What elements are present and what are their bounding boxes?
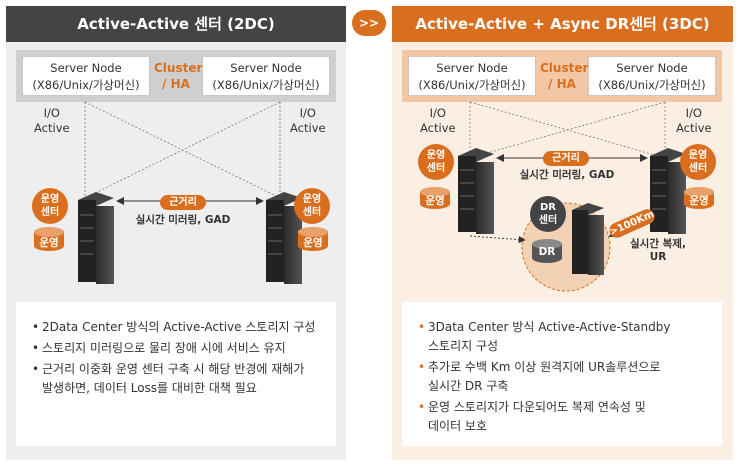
dr-server-rack	[572, 203, 604, 275]
io-line: Active	[34, 121, 70, 135]
badge-line: 운영	[302, 194, 322, 205]
right-server-node-2: Server Node (X86/Unix/가상머신)	[588, 56, 716, 96]
right-cross-lines	[469, 101, 666, 159]
bullet: 추가로 수백 Km 이상 원격지에 UR솔루션으로	[418, 358, 714, 377]
left-cluster-label: Cluster / HA	[154, 50, 203, 102]
right-storage-1	[420, 187, 450, 209]
right-server-node-1: Server Node (X86/Unix/가상머신)	[408, 56, 536, 96]
io-line: Active	[676, 121, 712, 135]
right-server-rack-2	[650, 148, 686, 234]
io-line: I/O	[685, 106, 702, 120]
node-title: Server Node	[50, 61, 122, 75]
badge-line: 센터	[40, 207, 60, 218]
right-storage-label-2: 운영	[689, 195, 709, 207]
bullet: 근거리 이중화 운영 센터 구축 시 해당 반경에 재해가	[32, 360, 328, 379]
bullet-continuation: 스토리지 구성	[428, 339, 499, 353]
async-arrow-left	[469, 235, 526, 244]
badge-line: 센터	[302, 207, 322, 218]
right-title: Active-Active + Async DR센터 (3DC)	[392, 6, 733, 42]
right-storage-label-1: 운영	[425, 195, 445, 207]
badge-line: 운영	[426, 150, 446, 161]
badge-line: 센터	[538, 215, 558, 226]
left-panel: Active-Active 센터 (2DC) Server Node (X86/…	[6, 6, 346, 460]
cluster-line-2: / HA	[162, 77, 190, 91]
node-title: Server Node	[436, 61, 508, 75]
async-line: UR	[649, 251, 667, 263]
right-panel: Active-Active + Async DR센터 (3DC) Server …	[392, 6, 733, 460]
bullet-continuation: 데이터 보호	[428, 419, 488, 433]
left-storage-1	[34, 227, 64, 251]
bullet-continuation: 발생하면, 데이터 Loss를 대비한 대책 필요	[42, 381, 257, 395]
right-description-box: 3Data Center 방식 Active-Active-Standby 스토…	[402, 302, 722, 446]
badge-line: 운영	[40, 194, 60, 205]
bullet-continuation: 실시간 DR 구축	[428, 379, 509, 393]
right-cluster-label: Cluster / HA	[540, 50, 589, 102]
badge-line: 센터	[426, 163, 446, 174]
left-description-box: 2Data Center 방식의 Active-Active 스토리지 구성 스…	[16, 302, 336, 446]
left-link-label: 실시간 미러링, GAD	[135, 214, 231, 226]
dr-storage	[532, 239, 562, 263]
left-node-bar: Server Node (X86/Unix/가상머신) Cluster / HA…	[16, 50, 336, 102]
bullet: 3Data Center 방식 Active-Active-Standby	[418, 318, 714, 337]
right-node-bar: Server Node (X86/Unix/가상머신) Cluster / HA…	[402, 50, 722, 102]
left-server-node-1: Server Node (X86/Unix/가상머신)	[22, 56, 150, 96]
bullet: 운영 스토리지가 다운되어도 복제 연속성 및	[418, 398, 714, 417]
left-title: Active-Active 센터 (2DC)	[6, 6, 346, 42]
node-subtitle: (X86/Unix/가상머신)	[418, 78, 526, 92]
cluster-line-1: Cluster	[540, 61, 589, 75]
left-link-pill: 근거리	[160, 195, 206, 210]
bullet: 스토리지 미러링으로 물리 장애 시에 서비스 유지	[32, 339, 328, 358]
left-storage-2	[298, 227, 328, 251]
right-link-pill: 근거리	[543, 151, 589, 166]
left-cross-lines	[84, 101, 281, 199]
dr-center-badge: DR 센터	[530, 196, 566, 232]
async-line: 실시간 복제,	[630, 238, 686, 250]
async-replication-label: 실시간 복제,UR	[628, 238, 688, 264]
io-line: I/O	[299, 106, 316, 120]
right-storage-2	[684, 187, 714, 209]
cluster-line-1: Cluster	[154, 61, 203, 75]
badge-line: 운영	[688, 150, 708, 161]
left-storage-label-1: 운영	[39, 237, 59, 249]
cluster-line-2: / HA	[548, 77, 576, 91]
left-server-rack-1	[78, 192, 114, 284]
next-arrow-badge: >>	[352, 10, 386, 36]
right-server-rack-1	[458, 148, 494, 234]
bullet: 2Data Center 방식의 Active-Active 스토리지 구성	[32, 318, 328, 337]
node-subtitle: (X86/Unix/가상머신)	[32, 78, 140, 92]
io-line: Active	[420, 121, 456, 135]
right-link-label: 실시간 미러링, GAD	[519, 169, 615, 181]
node-title: Server Node	[616, 61, 688, 75]
io-line: I/O	[43, 106, 60, 120]
node-subtitle: (X86/Unix/가상머신)	[212, 78, 320, 92]
badge-line: 센터	[688, 163, 708, 174]
left-storage-label-2: 운영	[303, 237, 323, 249]
dr-storage-label: DR	[538, 246, 556, 258]
node-title: Server Node	[230, 61, 302, 75]
left-server-rack-2	[266, 192, 302, 284]
badge-line: DR	[539, 202, 556, 213]
io-line: I/O	[429, 106, 446, 120]
node-subtitle: (X86/Unix/가상머신)	[598, 78, 706, 92]
io-line: Active	[290, 121, 326, 135]
left-server-node-2: Server Node (X86/Unix/가상머신)	[202, 56, 330, 96]
